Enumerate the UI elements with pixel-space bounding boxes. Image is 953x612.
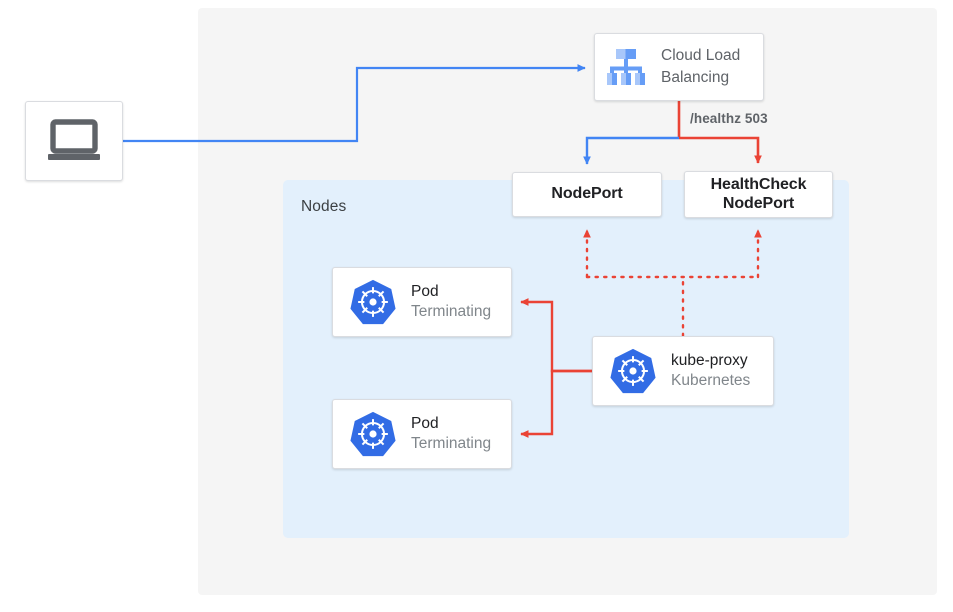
pod-subtitle-2: Terminating [411,435,492,452]
nodeport-card: NodePort [512,172,662,217]
healthcheck-nodeport-label: HealthCheck NodePort [710,175,807,212]
cloud-load-balancing-label: Cloud Load Balancing [661,46,741,86]
cloud-load-balancing-card: Cloud Load Balancing [594,33,764,101]
kube-proxy-subtitle: Kubernetes [671,372,751,389]
laptop-icon [48,119,100,160]
kubernetes-icon [350,279,396,325]
healthcheck-nodeport-card: HealthCheck NodePort [684,171,833,218]
client-card [25,101,123,181]
cloud-load-balancing-icon [607,49,645,85]
kube-proxy-title: kube-proxy [671,351,748,369]
pod-title-2: Pod [411,414,439,432]
kube-proxy-text: kube-proxy Kubernetes [671,351,750,392]
pod-card-1: Pod Terminating [332,267,512,337]
pod-card-2: Pod Terminating [332,399,512,469]
pod-text-1: Pod Terminating [411,282,491,323]
pod-subtitle-1: Terminating [411,303,492,320]
healthz-edge-label: /healthz 503 [690,111,768,126]
pod-title-1: Pod [411,282,439,300]
kubernetes-icon [350,411,396,457]
kubernetes-icon [610,348,656,394]
pod-text-2: Pod Terminating [411,414,491,455]
kube-proxy-card: kube-proxy Kubernetes [592,336,774,406]
nodeport-label: NodePort [551,185,623,203]
nodes-panel-label: Nodes [301,198,347,215]
